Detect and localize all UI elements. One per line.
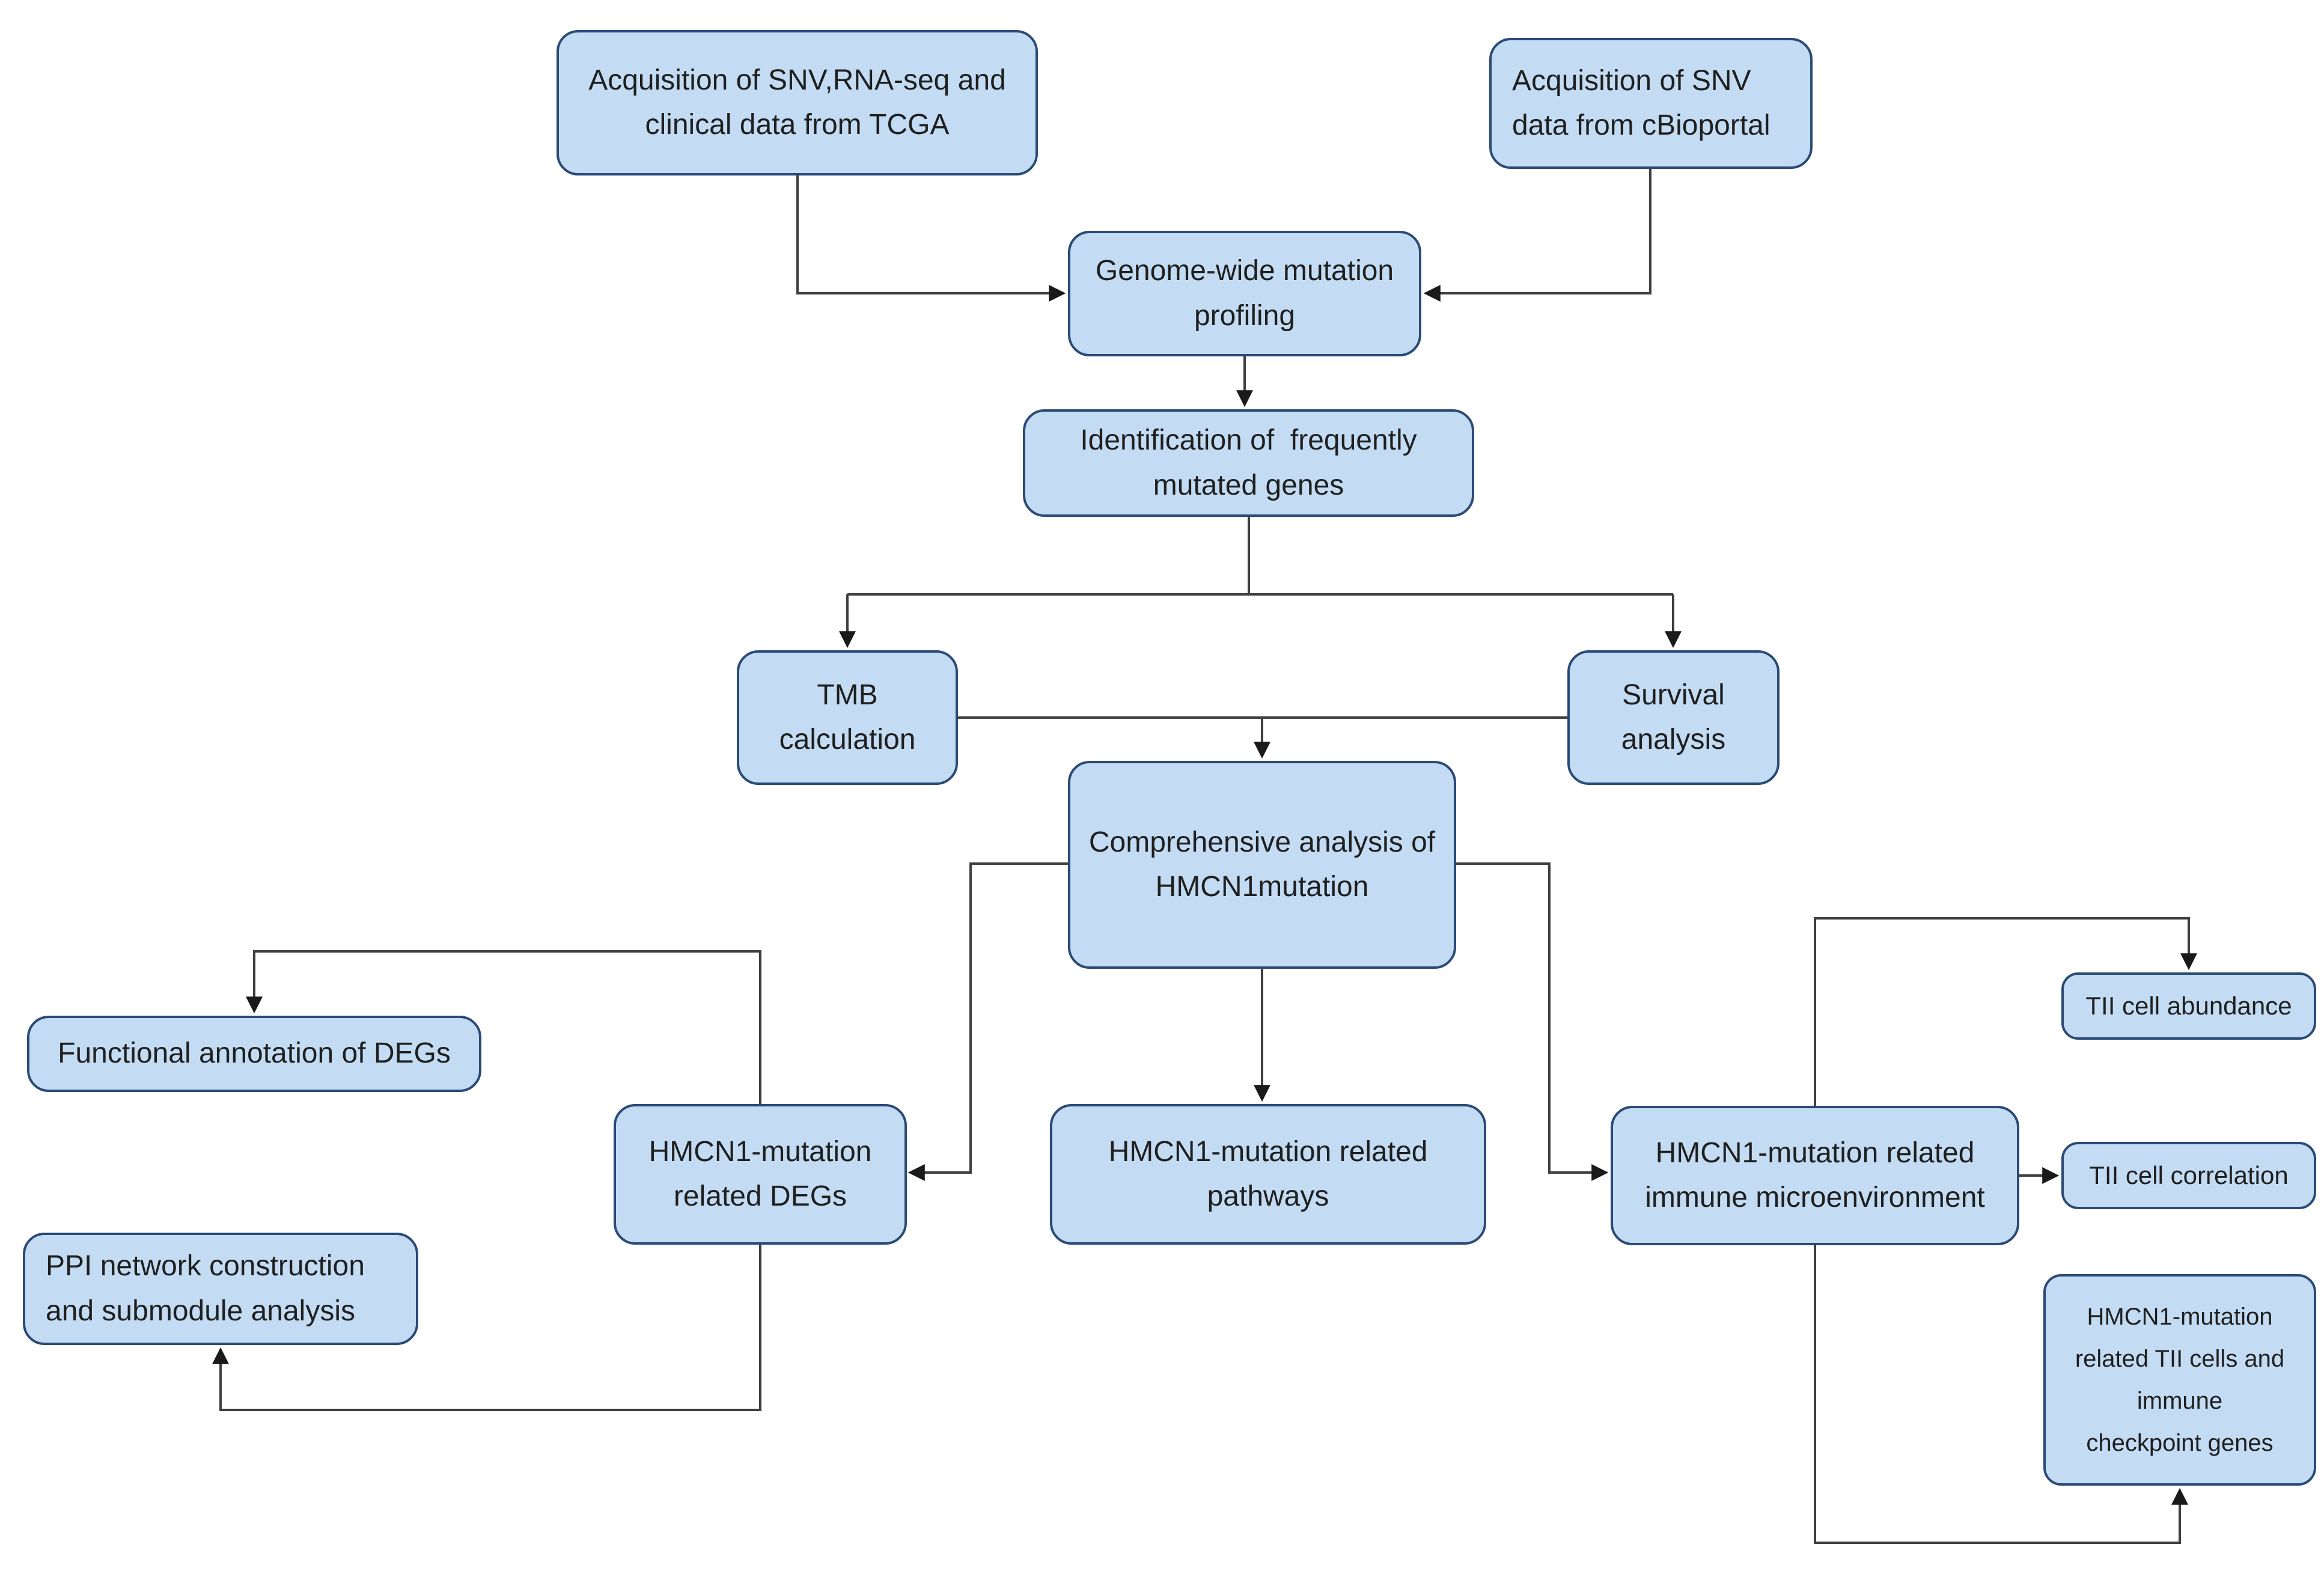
node-ppi-network: PPI network construction and submodule a…: [23, 1233, 418, 1345]
node-tii-cell-correlation: TII cell correlation: [2061, 1142, 2316, 1209]
node-hmcn1-immune-microenvironment: HMCN1-mutation related immune microenvir…: [1611, 1106, 2019, 1245]
node-hmcn1-related-pathways: HMCN1-mutation related pathways: [1050, 1104, 1486, 1245]
node-functional-annotation-degs: Functional annotation of DEGs: [27, 1016, 481, 1092]
node-acquisition-cbioportal: Acquisition of SNV data from cBioportal: [1489, 38, 1813, 169]
node-tii-cell-abundance: TII cell abundance: [2061, 972, 2316, 1040]
node-survival-analysis: Survival analysis: [1567, 650, 1780, 785]
connector-immune-to-abundance: [1814, 917, 2197, 1106]
connector-immune-to-checkpoint: [1814, 1245, 2188, 1544]
node-tmb-calculation: TMB calculation: [737, 650, 958, 785]
connector-comprehensive-to-degs: [907, 862, 1068, 1181]
connector-cbioportal-to-genome: [1423, 169, 1652, 302]
node-hmcn1-tii-checkpoint-genes: HMCN1-mutation related TII cells and imm…: [2043, 1274, 2316, 1486]
node-acquisition-tcga: Acquisition of SNV,RNA-seq and clinical …: [557, 30, 1038, 175]
node-comprehensive-analysis: Comprehensive analysis of HMCN1mutation: [1068, 761, 1456, 969]
connector-degs-to-ppi: [212, 1245, 761, 1411]
connector-tcga-to-genome: [796, 175, 1066, 302]
connector-degs-to-functional: [246, 950, 761, 1104]
node-genome-wide-profiling: Genome-wide mutation profiling: [1068, 231, 1421, 356]
node-identification-frequently-mutated-genes: Identification of frequently mutated gen…: [1023, 409, 1474, 517]
connector-comprehensive-to-immune: [1456, 862, 1609, 1181]
node-hmcn1-related-degs: HMCN1-mutation related DEGs: [614, 1104, 907, 1245]
